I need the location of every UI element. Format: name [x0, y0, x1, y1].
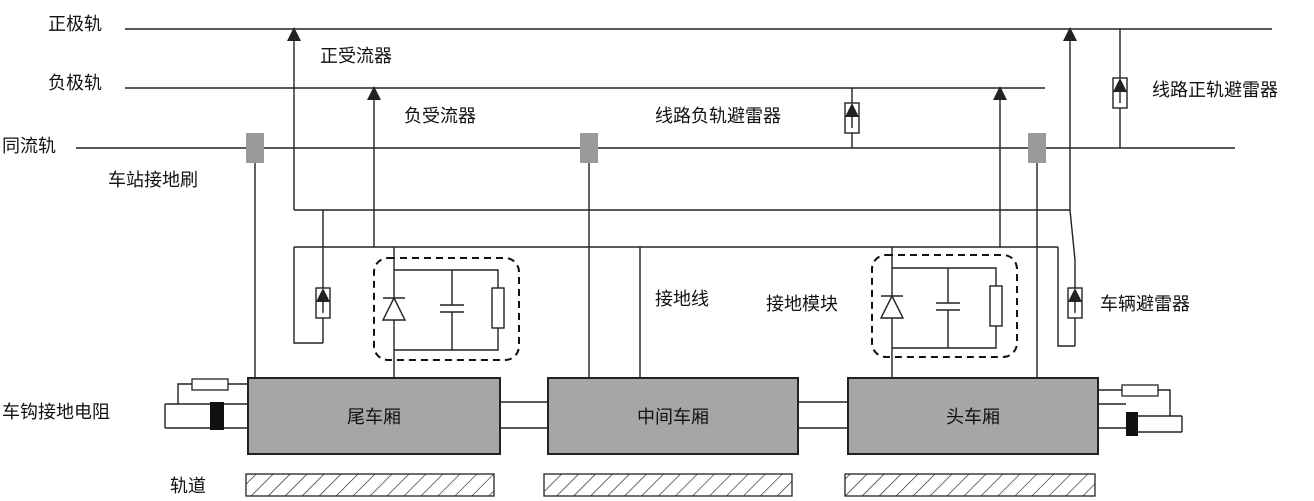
ground-wire-label: 接地线 — [655, 289, 709, 310]
positive-rail-label: 正极轨 — [48, 14, 102, 35]
return-rail-label: 同流轨 — [2, 136, 56, 157]
ground-module-label: 接地模块 — [766, 294, 838, 315]
vehicle-arrester-label: 车辆避雷器 — [1100, 294, 1190, 315]
head-car — [847, 377, 1099, 455]
ground-brush-2 — [580, 133, 598, 163]
station-ground-brush-label: 车站接地刷 — [108, 170, 198, 191]
negative-collector-label: 负受流器 — [404, 106, 476, 127]
line-negative-arrester-label: 线路负轨避雷器 — [655, 106, 781, 127]
negative-rail-label: 负极轨 — [48, 73, 102, 94]
tail-ground-module — [373, 247, 520, 378]
tail-car-label: 尾车厢 — [347, 407, 401, 428]
left-coupler-ground-resistor — [164, 378, 248, 430]
track-segment-3 — [844, 473, 1096, 497]
track-segment-1 — [245, 473, 495, 497]
tail-car — [247, 377, 501, 455]
head-car-label: 头车厢 — [946, 407, 1000, 428]
track-label: 轨道 — [170, 476, 206, 497]
coupler-ground-resistor-label: 车钩接地电阻 — [2, 402, 110, 423]
positive-collector-label: 正受流器 — [320, 46, 392, 67]
head-arrester-loop — [1057, 247, 1075, 347]
head-ground-module — [871, 247, 1018, 378]
middle-car — [547, 377, 799, 455]
right-coupler-ground-resistor — [1098, 384, 1183, 436]
middle-car-label: 中间车厢 — [637, 407, 709, 428]
head-arrester-top-wire — [1069, 209, 1076, 288]
line-positive-arrester-label: 线路正轨避雷器 — [1152, 80, 1278, 101]
ground-brush-1 — [246, 133, 264, 163]
tail-arrester-loop — [293, 247, 323, 344]
ground-brush-3 — [1028, 133, 1046, 163]
track-segment-2 — [543, 473, 793, 497]
